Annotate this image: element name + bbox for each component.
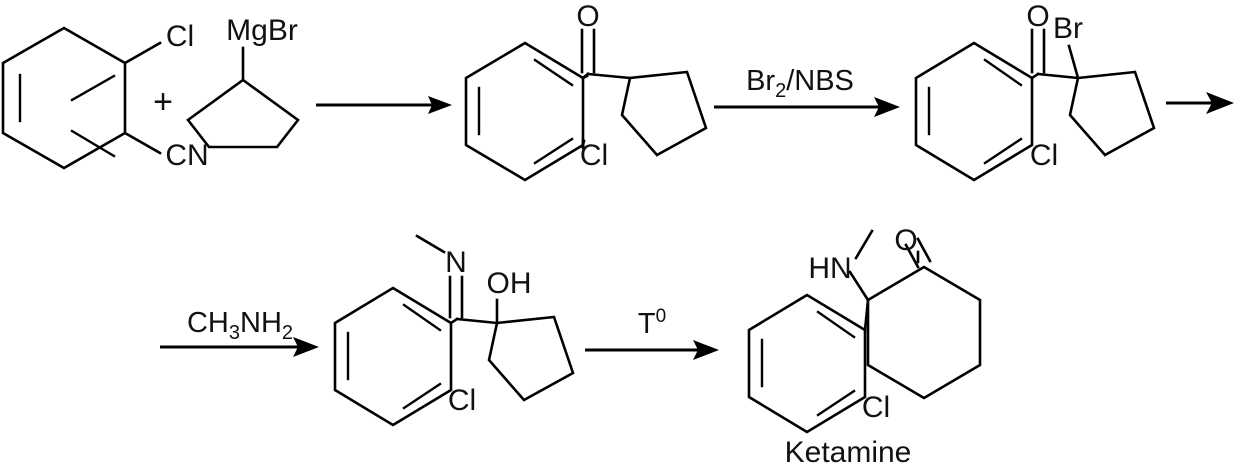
reaction-arrow-4: CH3NH2 (160, 307, 319, 357)
reagent-label-br2-nbs: Br2/NBS (746, 65, 854, 102)
atom-label-o-1: O (576, 0, 599, 33)
reaction-arrow-3 (1166, 92, 1234, 114)
atom-label-hn: HN (808, 252, 851, 285)
product-caption-ketamine: Ketamine (785, 436, 912, 469)
reagent-label-ch3nh2: CH3NH2 (187, 307, 293, 344)
structure-2-chlorobenzonitrile: Cl CN (1, 20, 209, 172)
atom-label-oh: OH (487, 267, 532, 300)
plus-symbol: + (153, 83, 173, 121)
atom-label-o-3: O (894, 224, 917, 257)
structure-imine-alcohol: N OH Cl (333, 234, 575, 427)
atom-label-n: N (445, 246, 467, 279)
structure-bromo-ketone: O Br Cl (914, 0, 1156, 182)
reagent-label-t0: T0 (638, 306, 666, 340)
atom-label-br: Br (1053, 12, 1083, 45)
atom-label-mgbr: MgBr (226, 14, 298, 47)
atom-label-cl-2: Cl (1030, 139, 1058, 172)
atom-label-cl-3: Cl (448, 384, 476, 417)
structure-aryl-cyclopentyl-ketone: O Cl (464, 0, 708, 182)
reaction-arrow-5: T0 (585, 306, 719, 360)
structure-ketamine: O HN Cl Ketamine (747, 224, 982, 469)
structure-cyclopentyl-mgbr: MgBr (186, 14, 300, 149)
reaction-arrow-2: Br2/NBS (714, 65, 900, 117)
atom-label-cl-1: Cl (580, 139, 608, 172)
atom-label-o-2: O (1026, 0, 1049, 33)
reaction-arrow-1 (316, 96, 452, 114)
atom-label-cl-a: Cl (166, 20, 194, 53)
atom-label-cl-4: Cl (862, 391, 890, 424)
atom-label-cn: CN (165, 139, 208, 172)
